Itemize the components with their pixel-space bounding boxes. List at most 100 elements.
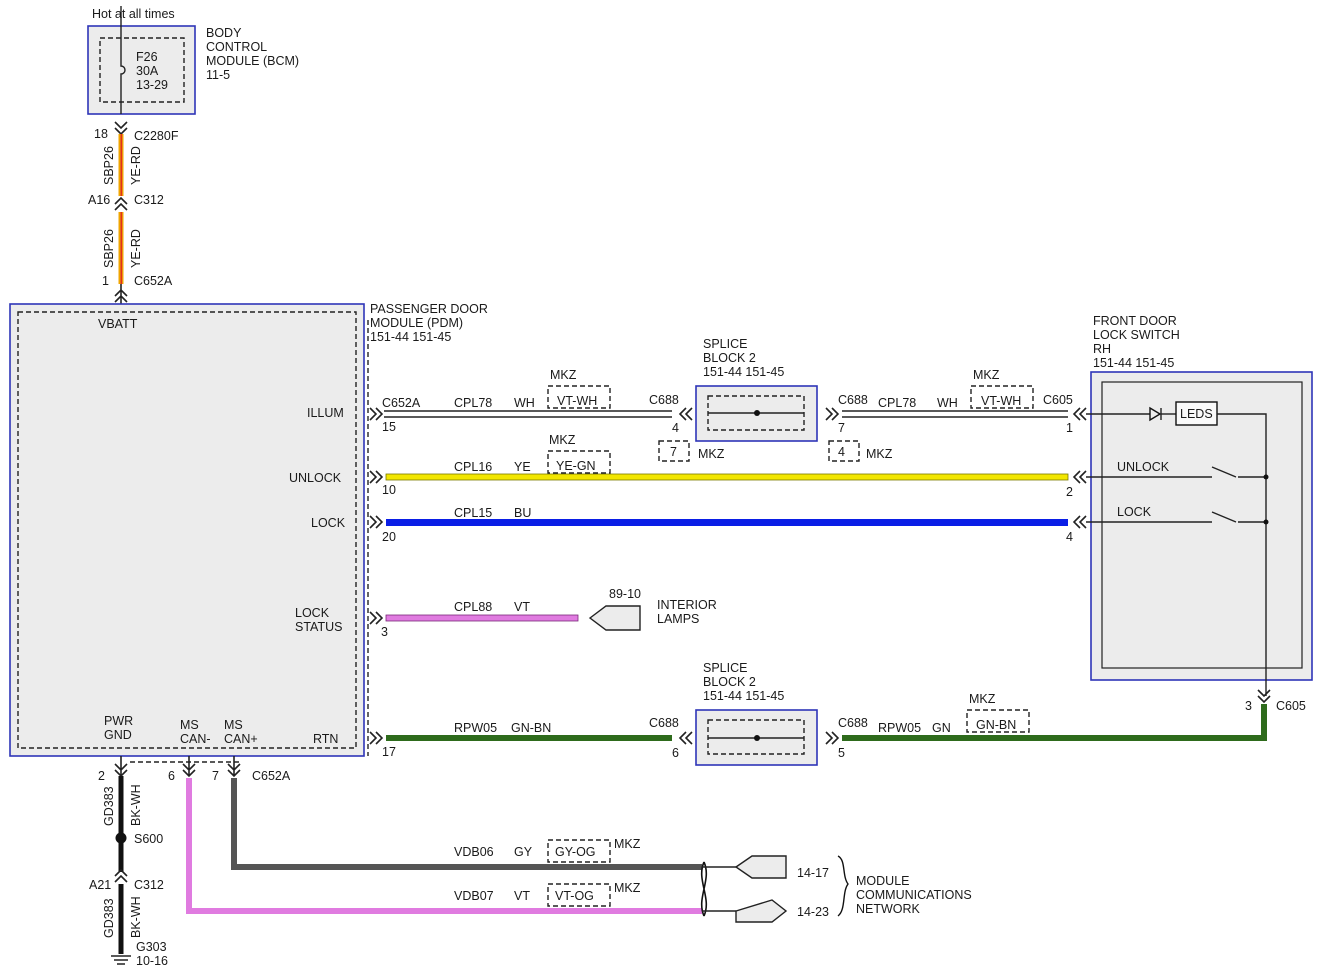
illum-mkz2-color: VT-WH — [981, 394, 1021, 408]
splice-block-bottom-inner — [707, 719, 805, 755]
rtn-mkz-color: GN-BN — [976, 718, 1016, 732]
gnd-circuit1: GD383 — [102, 786, 116, 826]
mkz-box-4-num: 4 — [838, 445, 845, 459]
lockstatus-ref: 89-10 — [609, 587, 641, 601]
fuse-rating: 30A — [136, 64, 159, 78]
switch-title-3: RH — [1093, 342, 1111, 356]
connector-c2280f — [114, 121, 128, 136]
unlock-conn-left — [369, 470, 384, 484]
fuse-symbol — [120, 6, 126, 114]
interior-lamps-connector[interactable] — [588, 605, 641, 631]
wire-gd383-lower[interactable] — [118, 884, 124, 954]
splice-bottom-title-1: SPLICE — [703, 661, 747, 675]
ground-symbol-icon — [111, 955, 131, 965]
pdm-lock: LOCK — [311, 516, 346, 530]
conn-c312-upper: C312 — [134, 193, 164, 207]
lock-circuit: CPL15 — [454, 506, 492, 520]
gnd-color1: BK-WH — [129, 784, 143, 826]
bcm-title-4: 11-5 — [206, 68, 230, 82]
lock-pin-right: 4 — [1066, 530, 1073, 544]
switch-lock-label: LOCK — [1117, 505, 1152, 519]
unlock-switch-icon — [1086, 466, 1266, 478]
pdm-module[interactable] — [9, 303, 365, 757]
unlock-circuit: CPL16 — [454, 460, 492, 474]
switch-title-1: FRONT DOOR — [1093, 314, 1177, 328]
fuse-ref: 13-29 — [136, 78, 168, 92]
wire-gd383-upper[interactable] — [118, 776, 124, 834]
pdm-can-plus: CAN+ — [224, 732, 258, 746]
bcm-module[interactable] — [87, 25, 196, 115]
illum-mkz: MKZ — [550, 368, 577, 382]
can-ref2: 14-23 — [797, 905, 829, 919]
mcn-brace-icon — [837, 855, 849, 917]
wire-cpl16[interactable] — [385, 473, 1069, 481]
wire-vdb07[interactable] — [186, 778, 702, 914]
unlock-mkz: MKZ — [549, 433, 576, 447]
can-dest-1: MODULE — [856, 874, 909, 888]
wire-cpl88[interactable] — [385, 614, 579, 622]
pdm-title-2: MODULE (PDM) — [370, 316, 463, 330]
splice-s600[interactable] — [115, 832, 127, 844]
unlock-switch-node — [1263, 474, 1269, 480]
wire-rpw05-left[interactable] — [386, 735, 672, 741]
gnd-id: G303 — [136, 940, 167, 954]
mcn-connector-2[interactable] — [735, 899, 788, 923]
mcn-connector-1[interactable] — [734, 855, 787, 879]
wire-sbp26-lower-stripe — [120, 212, 123, 284]
conn-c652a-top: C652A — [134, 274, 173, 288]
can-gy-mkz-color: GY-OG — [555, 845, 596, 859]
illum-conn-left — [369, 407, 384, 421]
unlock-mkz-box — [547, 450, 611, 474]
splice-bottom-title-3: 151-44 151-45 — [703, 689, 784, 703]
illum-c688-conn-left — [678, 407, 693, 421]
pin-a16: A16 — [88, 193, 110, 207]
rtn-c688-conn-left — [678, 731, 693, 745]
can-conn-pin7 — [227, 756, 241, 778]
mkz-box-7-num: 7 — [670, 445, 677, 459]
unlock-mkz-color: YE-GN — [556, 459, 596, 473]
seg2-color: YE-RD — [129, 229, 143, 268]
illum-c688-right: C688 — [838, 393, 868, 407]
pdm-gnd: GND — [104, 728, 132, 742]
lock-switch-inner — [1101, 381, 1303, 669]
wire-rpw05-right[interactable] — [842, 704, 1267, 741]
can-vt-color: VT — [514, 889, 530, 903]
unlock-pin-left: 10 — [382, 483, 396, 497]
rtn-conn-left — [369, 731, 384, 745]
illum-color: WH — [514, 396, 535, 410]
pdm-can-minus: CAN- — [180, 732, 211, 746]
wire-sbp26-upper-stripe — [120, 134, 123, 196]
illum-mkz-box — [547, 385, 611, 409]
can-conn: C652A — [252, 769, 291, 783]
lockstatus-conn-left — [369, 611, 384, 625]
leds-label: LEDS — [1180, 407, 1213, 421]
conn-c2280f: C2280F — [134, 129, 179, 143]
pdm-ms-2: MS — [224, 718, 243, 732]
pdm-illum: ILLUM — [307, 406, 344, 420]
mkz-box-4-label: MKZ — [866, 447, 893, 461]
rtn-circuit2: RPW05 — [878, 721, 921, 735]
gnd-color2: BK-WH — [129, 896, 143, 938]
seg2-circuit: SBP26 — [102, 229, 116, 268]
gnd-pin2: 2 — [98, 769, 105, 783]
supply-label: Hot at all times — [92, 7, 175, 21]
can-vt-mkz: MKZ — [614, 881, 641, 895]
switch-title-2: LOCK SWITCH — [1093, 328, 1180, 342]
mkz-box-7-label: MKZ — [698, 447, 725, 461]
can-dest-3: NETWORK — [856, 902, 921, 916]
can-vt-circuit: VDB07 — [454, 889, 494, 903]
pdm-title-1: PASSENGER DOOR — [370, 302, 488, 316]
can-pin7: 7 — [212, 769, 219, 783]
wire-vdb06[interactable] — [231, 778, 702, 870]
illum-mkz2-box — [970, 385, 1034, 409]
pin-1: 1 — [102, 274, 109, 288]
illum-pin1: 1 — [1066, 421, 1073, 435]
pdm-lock-status-1: LOCK — [295, 606, 330, 620]
wire-cpl15[interactable] — [386, 519, 1068, 526]
illum-pin7: 7 — [838, 421, 845, 435]
can-conn-pin6 — [182, 756, 196, 778]
rtn-pin5: 5 — [838, 746, 845, 760]
rtn-pin3: 3 — [1245, 699, 1252, 713]
mkz-box-4 — [828, 440, 860, 462]
